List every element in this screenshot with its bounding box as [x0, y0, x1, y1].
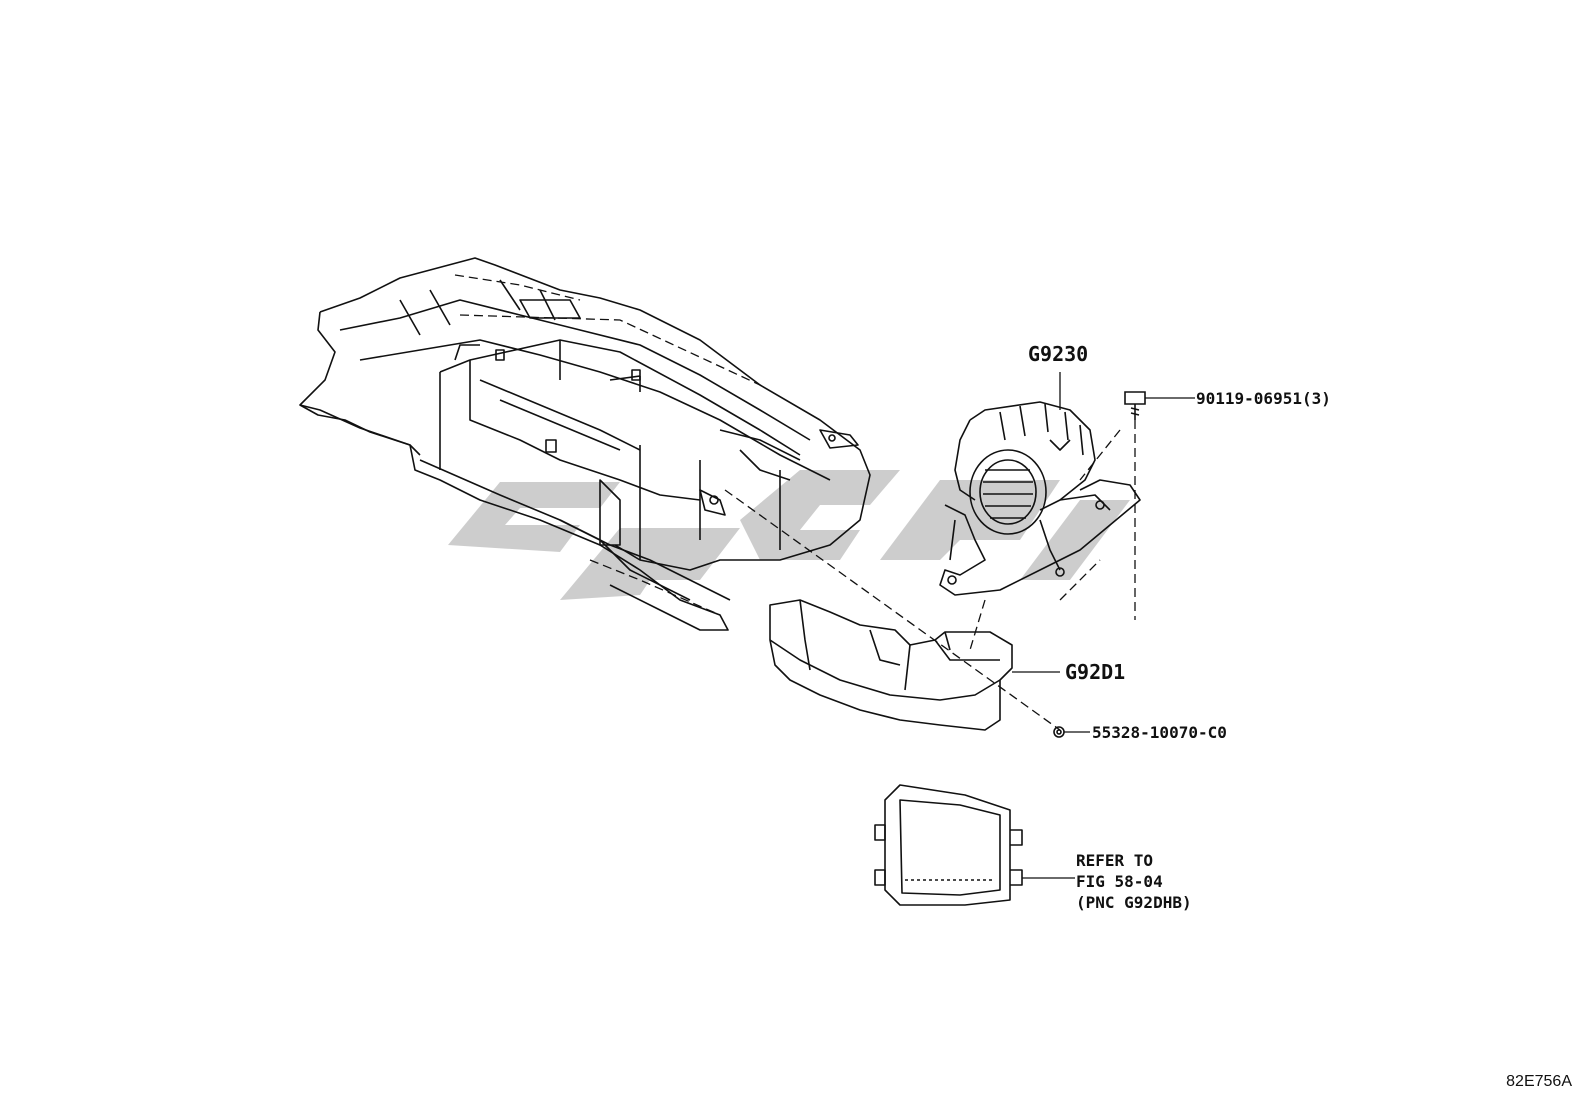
callout-refer-line-1: REFER TO [1076, 851, 1153, 870]
callout-clip: 55328-10070-C0 [1092, 723, 1227, 742]
battery-assembly-drawing [299, 257, 871, 631]
filter-drawing [874, 784, 1023, 906]
callout-blower: G9230 [1028, 342, 1088, 366]
callout-refer-line-2: FIG 58-04 [1076, 872, 1163, 891]
callout-refer-line-3: (PNC G92DHB) [1076, 893, 1192, 912]
assembly-dashed-lines [454, 274, 1136, 731]
duct-drawing [769, 599, 1013, 731]
figure-id: 82E756A [1506, 1073, 1572, 1090]
callout-duct: G92D1 [1065, 660, 1125, 684]
callout-screw: 90119-06951(3) [1196, 389, 1331, 408]
watermark-logo [448, 470, 1130, 600]
leader-lines [1012, 372, 1195, 879]
screw-drawing [1124, 391, 1146, 420]
